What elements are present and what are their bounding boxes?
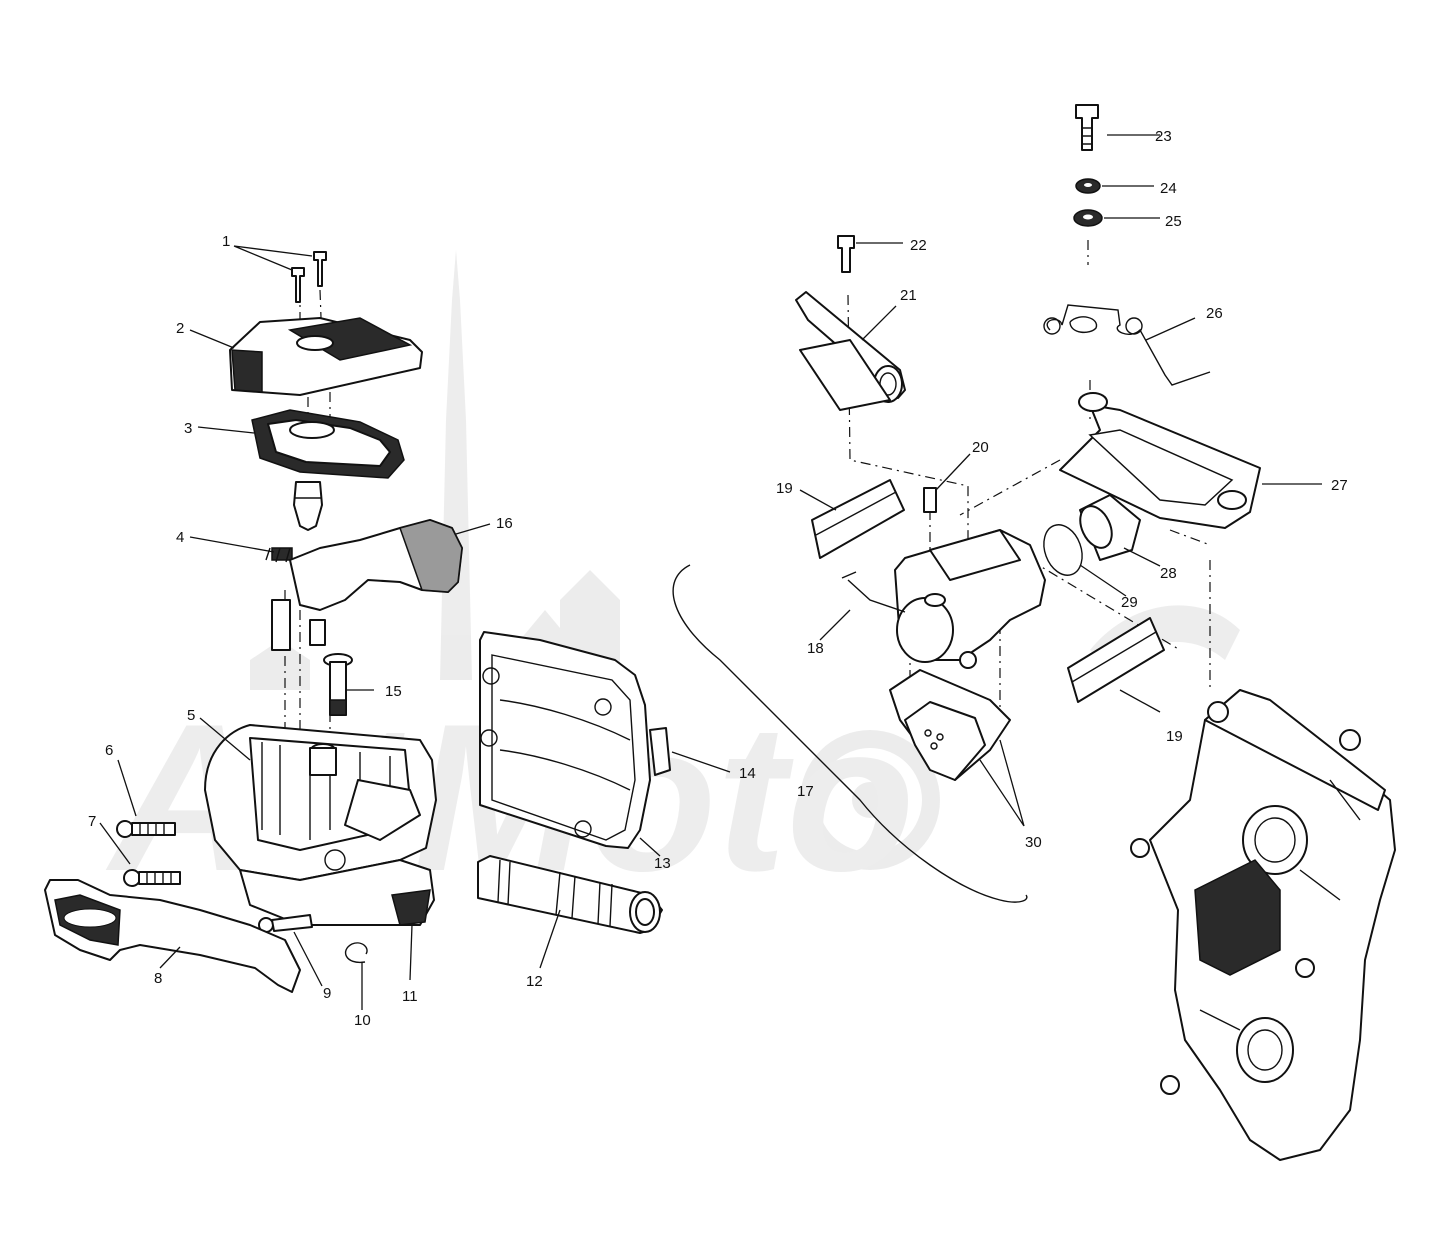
callout-14: 14 <box>739 765 756 782</box>
washer-part-25 <box>1073 209 1103 227</box>
callout-7: 7 <box>88 813 96 830</box>
master-cylinder-part-5 <box>204 724 437 881</box>
caliper-outline-arc <box>672 564 1028 903</box>
pin-part-15 <box>323 653 353 716</box>
spring-part-4 <box>265 547 293 563</box>
caliper-body <box>894 529 1046 669</box>
bolt-part-22 <box>837 235 855 273</box>
piston-pin <box>293 481 323 531</box>
callout-18: 18 <box>807 640 824 657</box>
callout-6: 6 <box>105 742 113 759</box>
callout-20: 20 <box>972 439 989 456</box>
bracket-part-27 <box>1059 392 1261 529</box>
callout-19a: 19 <box>776 480 793 497</box>
housing-part-11 <box>239 859 435 926</box>
piston-part-28 <box>1079 494 1141 561</box>
callout-15: 15 <box>385 683 402 700</box>
callout-labels: 1 2 3 4 5 6 7 8 9 10 11 12 13 14 15 16 1… <box>88 128 1348 1029</box>
callout-29: 29 <box>1121 594 1138 611</box>
reservoir-cover-part-2 <box>229 317 423 396</box>
carrier-part-17 <box>1130 689 1396 1161</box>
callout-13: 13 <box>654 855 671 872</box>
bleeder-part-20 <box>923 487 937 513</box>
callout-21: 21 <box>900 287 917 304</box>
callout-17: 17 <box>797 783 814 800</box>
lever-bracket-part-16 <box>271 519 463 651</box>
brake-lever-part-8 <box>44 879 301 993</box>
leader-lines <box>99 134 1322 1010</box>
callout-16: 16 <box>496 515 513 532</box>
callout-23: 23 <box>1155 128 1172 145</box>
callout-9: 9 <box>323 985 331 1002</box>
bolt-part-23 <box>1075 104 1099 151</box>
brake-pads-part-30 <box>889 669 1011 781</box>
lock-washer-part-24 <box>1075 178 1101 194</box>
shim-part-19a <box>811 479 905 559</box>
callout-5: 5 <box>187 707 195 724</box>
shim-part-19b <box>1067 617 1165 703</box>
cover-part-13 <box>479 631 671 849</box>
bolt-part-6 <box>116 820 176 838</box>
callout-22: 22 <box>910 237 927 254</box>
screws-part-1 <box>291 251 327 303</box>
callout-24: 24 <box>1160 180 1177 197</box>
bolt-part-9 <box>258 914 313 933</box>
grip-tube-part-12 <box>477 855 663 934</box>
pin-part-21 <box>795 291 906 411</box>
brake-line-part-18 <box>841 571 906 613</box>
callout-2: 2 <box>176 320 184 337</box>
callout-28: 28 <box>1160 565 1177 582</box>
circlip-part-10 <box>344 942 368 964</box>
callout-8: 8 <box>154 970 162 987</box>
callout-1: 1 <box>222 233 230 250</box>
callout-25: 25 <box>1165 213 1182 230</box>
callout-19b: 19 <box>1166 728 1183 745</box>
callout-10: 10 <box>354 1012 371 1029</box>
gasket-part-3 <box>251 409 405 479</box>
callout-27: 27 <box>1331 477 1348 494</box>
seal-part-29 <box>1043 524 1083 576</box>
callout-12: 12 <box>526 973 543 990</box>
spring-clip-part-26 <box>1043 304 1211 386</box>
callout-30: 30 <box>1025 834 1042 851</box>
callout-3: 3 <box>184 420 192 437</box>
callout-26: 26 <box>1206 305 1223 322</box>
callout-4: 4 <box>176 529 184 546</box>
bolt-part-7 <box>123 869 181 887</box>
callout-11: 11 <box>402 988 418 1005</box>
